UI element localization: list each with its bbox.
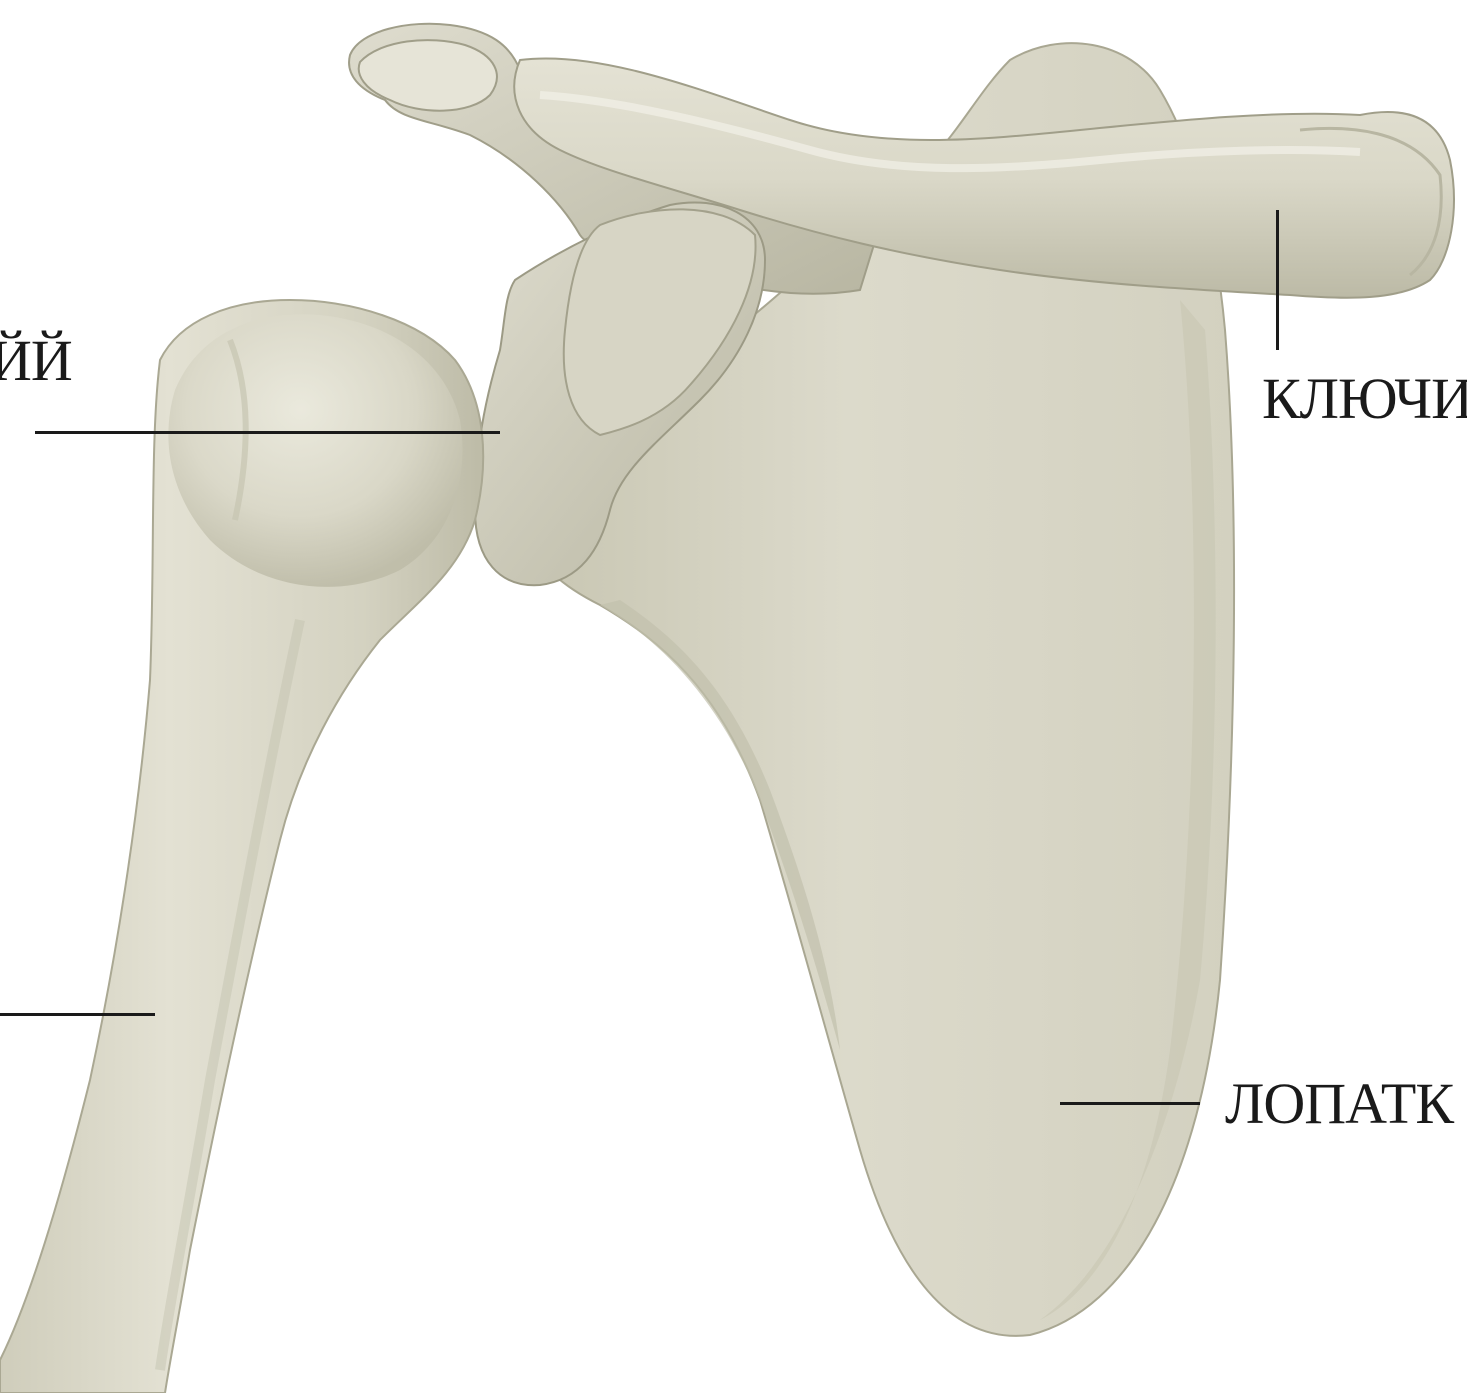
clavicle-leader-line — [1276, 210, 1279, 350]
humerus-leader-line — [0, 1013, 155, 1016]
scapula-leader-line — [1060, 1102, 1200, 1105]
scapula-label: ЛОПАТК — [1225, 1075, 1453, 1133]
joint-leader-line — [35, 431, 500, 434]
clavicle-label: КЛЮЧИ — [1262, 370, 1467, 428]
joint-label-fragment: ЙЙ — [0, 332, 72, 390]
